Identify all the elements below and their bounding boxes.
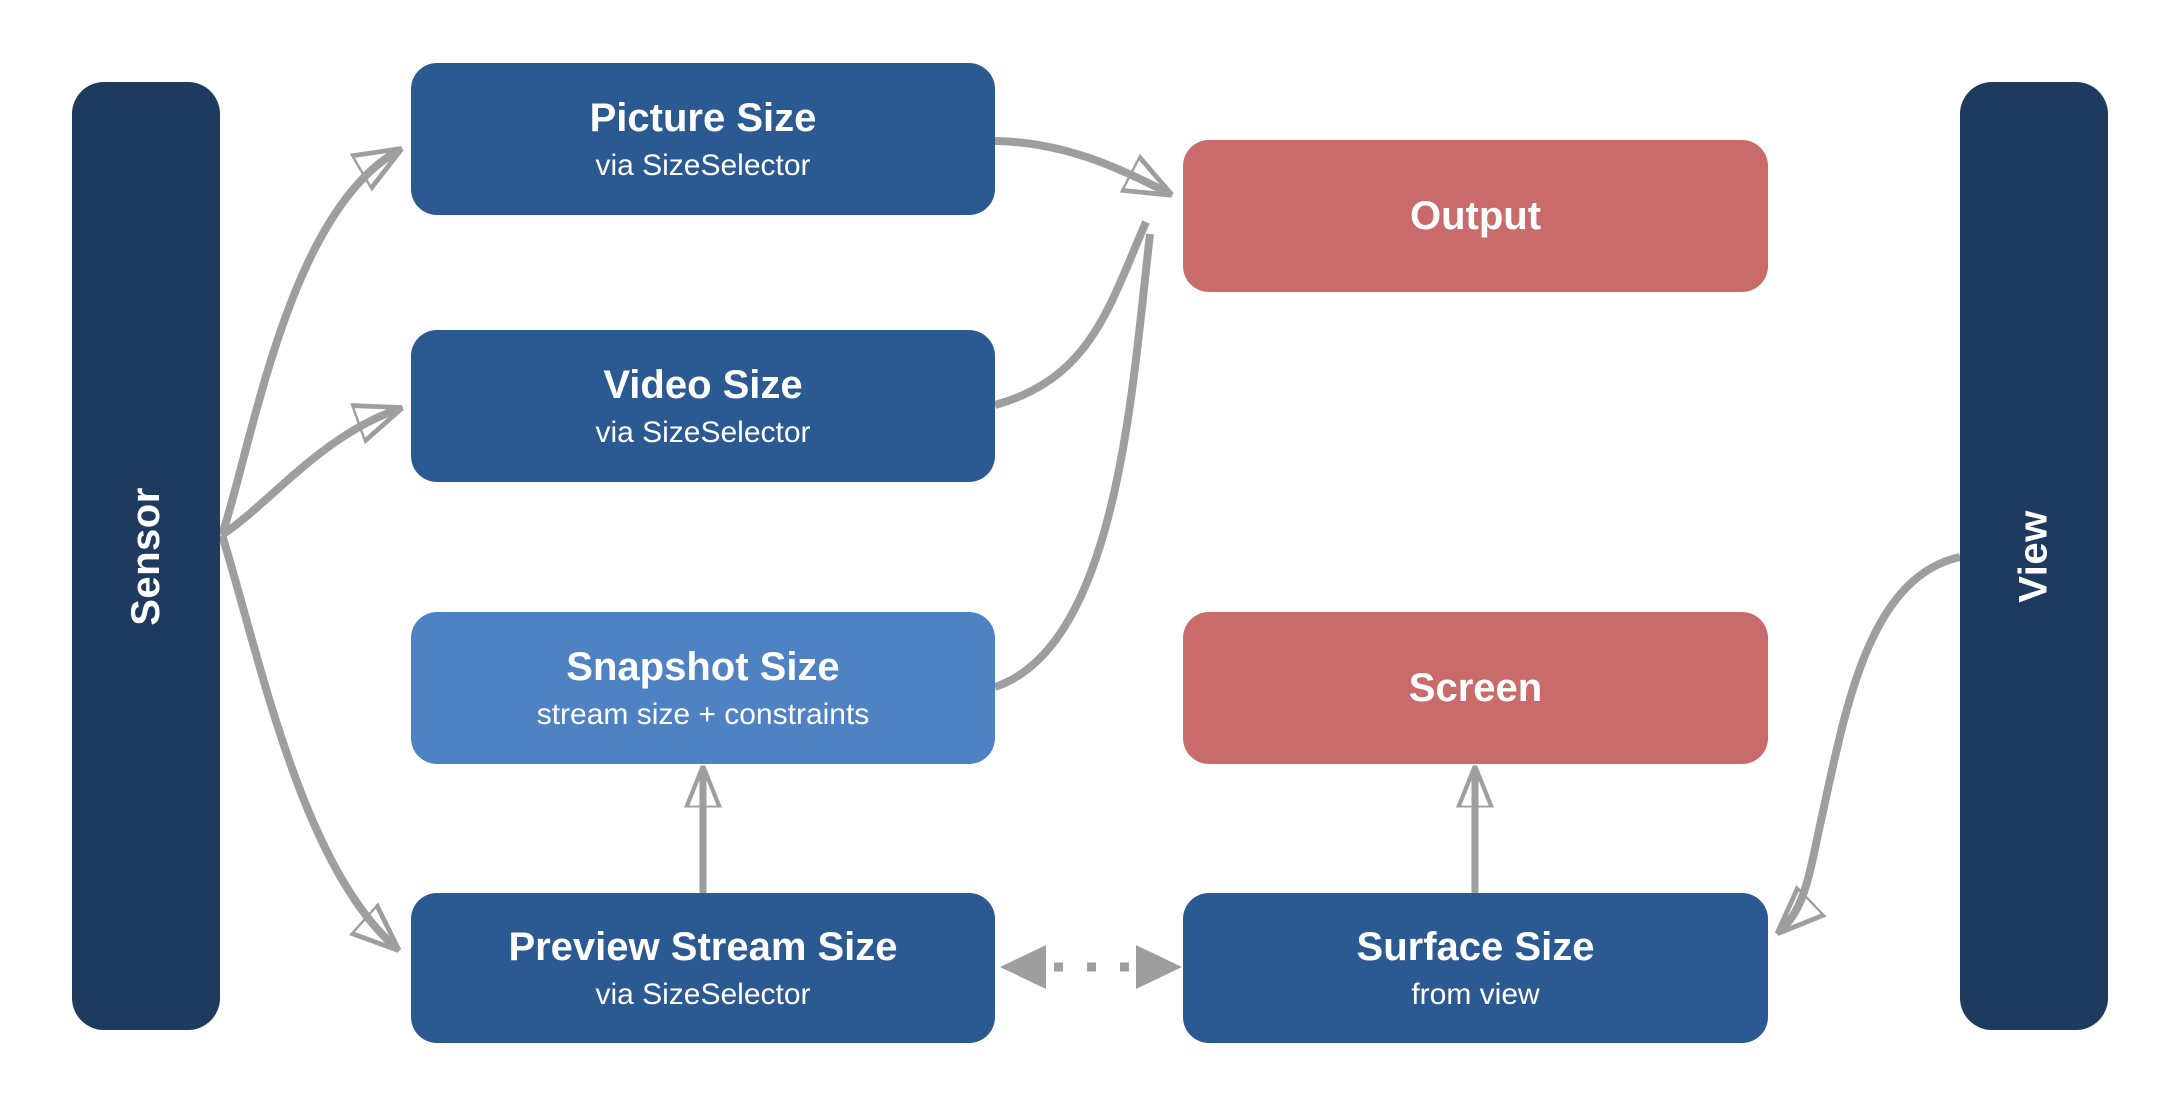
node-screen: Screen <box>1183 612 1768 764</box>
node-title: Surface Size <box>1356 924 1595 969</box>
rail-view-label: View <box>2011 509 2056 603</box>
node-title: Video Size <box>603 362 803 407</box>
node-title: Screen <box>1408 666 1543 710</box>
node-subtitle: stream size + constraints <box>536 697 870 731</box>
rail-sensor-label: Sensor <box>123 486 168 626</box>
node-subtitle: via SizeSelector <box>595 977 811 1011</box>
edge-view-to-surface <box>1782 553 1961 929</box>
node-subtitle: via SizeSelector <box>595 415 811 449</box>
node-surface-size: Surface Size from view <box>1183 893 1768 1043</box>
edge-sensor-to-preview <box>218 533 394 946</box>
node-title: Output <box>1409 194 1542 238</box>
dotted-arrowhead-right <box>1136 945 1182 989</box>
node-title: Picture Size <box>589 95 817 140</box>
edge-video-to-output <box>993 220 1150 409</box>
edge-picture-to-output <box>994 137 1166 192</box>
node-title: Preview Stream Size <box>508 924 898 969</box>
rail-view: View <box>1960 82 2108 1030</box>
edge-snapshot-to-output <box>993 233 1154 691</box>
edge-sensor-to-video <box>219 410 396 539</box>
node-video-size: Video Size via SizeSelector <box>411 330 995 482</box>
node-picture-size: Picture Size via SizeSelector <box>411 63 995 215</box>
node-subtitle: from view <box>1411 977 1540 1011</box>
node-snapshot-size: Snapshot Size stream size + constraints <box>411 612 995 764</box>
node-subtitle: via SizeSelector <box>595 148 811 182</box>
rail-sensor: Sensor <box>72 82 220 1030</box>
node-output: Output <box>1183 140 1768 292</box>
dotted-arrowhead-left <box>1000 945 1046 989</box>
node-preview-stream-size: Preview Stream Size via SizeSelector <box>411 893 995 1043</box>
node-title: Snapshot Size <box>566 644 840 689</box>
edge-sensor-to-picture <box>218 152 396 537</box>
